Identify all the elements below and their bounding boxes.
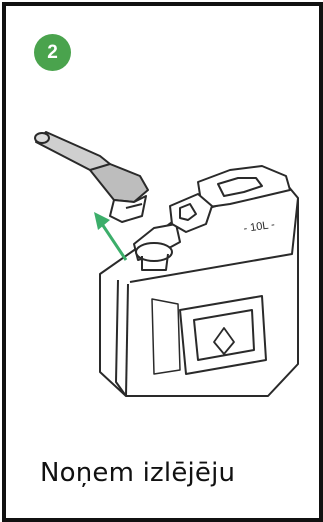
jerrycan-illustration: - 10L - bbox=[30, 124, 320, 424]
nozzle-icon bbox=[35, 132, 148, 222]
step-number-badge: 2 bbox=[34, 34, 71, 71]
step-caption: Noņem izlējēju bbox=[40, 458, 310, 488]
